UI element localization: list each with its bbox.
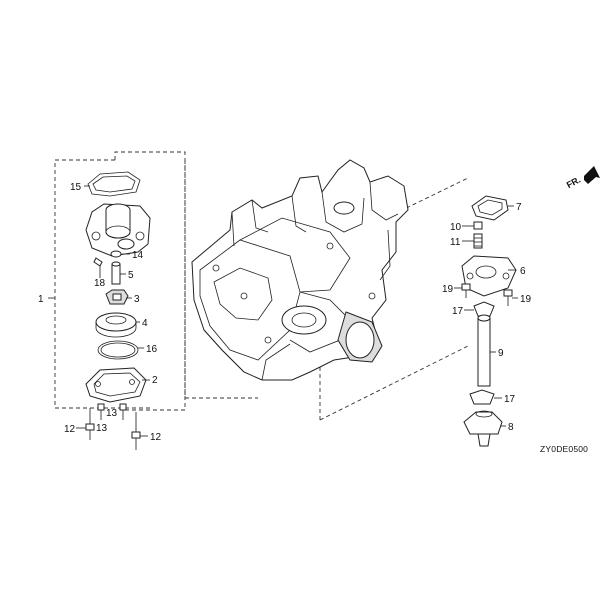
nut-10 [473, 221, 483, 230]
diagram-code: ZY0DE0500 [540, 444, 588, 454]
callout-7: 7 [516, 202, 522, 213]
arrow-icon [584, 166, 600, 184]
screw-13-left [97, 403, 105, 420]
bolt-12-left [85, 408, 95, 440]
bolt-19-left [461, 283, 471, 298]
callout-15: 15 [70, 182, 82, 193]
gasket-7 [471, 195, 509, 221]
callout-13-upper: 13 [106, 408, 118, 419]
callout-14: 14 [132, 250, 144, 261]
callout-1: 1 [38, 294, 44, 305]
engine-block [191, 159, 409, 381]
callout-8: 8 [508, 422, 514, 433]
left-assembly-bracket [48, 151, 258, 411]
callout-4: 4 [142, 318, 148, 329]
callout-10: 10 [450, 222, 462, 233]
pin-18 [93, 257, 103, 267]
callout-19-right: 19 [520, 294, 532, 305]
callout-13-lower: 13 [96, 423, 108, 434]
callout-19-left: 19 [442, 284, 454, 295]
callout-labels: 1 2 3 4 5 6 7 8 9 10 11 12 12 13 13 14 1… [38, 174, 588, 454]
clamp-17-bottom [469, 389, 495, 405]
left-parts [76, 171, 151, 450]
callout-5: 5 [128, 270, 134, 281]
right-parts [454, 195, 518, 447]
callout-6: 6 [520, 266, 526, 277]
oring-16 [97, 340, 139, 360]
callout-17-top: 17 [452, 306, 464, 317]
front-direction-arrow [584, 166, 600, 184]
bolt-19-right [503, 289, 513, 306]
valve-8 [463, 410, 503, 447]
callout-12-left: 12 [64, 424, 76, 435]
callout-2: 2 [152, 375, 158, 386]
bolt-12-right [131, 412, 141, 450]
callout-9: 9 [498, 348, 504, 359]
callout-16: 16 [146, 344, 158, 355]
callout-18: 18 [94, 278, 106, 289]
hose-9 [477, 314, 491, 387]
clamp-17-top [473, 301, 495, 317]
screw-13-right [119, 403, 127, 420]
cover-plate-2 [85, 367, 147, 403]
spring-11 [473, 233, 483, 249]
shaft-5 [111, 263, 121, 285]
gasket-15 [87, 171, 141, 197]
front-direction-label: FR. [565, 174, 582, 190]
callout-3: 3 [134, 294, 140, 305]
callout-17-bottom: 17 [504, 394, 516, 405]
callout-11: 11 [450, 237, 461, 248]
callout-12-right: 12 [150, 432, 162, 443]
oring-14 [110, 250, 122, 258]
